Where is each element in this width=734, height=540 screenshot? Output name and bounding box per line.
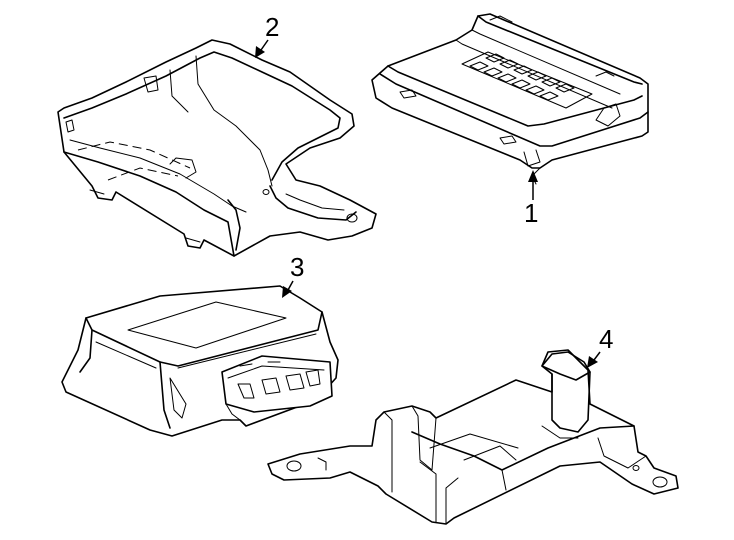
part-2-module-cover-icon	[57, 39, 377, 257]
part-3-control-module-icon	[61, 285, 339, 437]
callout-2-leader	[260, 39, 269, 51]
connector-block	[221, 355, 333, 421]
callout-3-leader	[287, 280, 294, 291]
callout-1-arrowhead	[528, 170, 538, 182]
connector-pins	[461, 51, 593, 109]
callout-3: 3	[282, 252, 304, 298]
part-4-mounting-bracket-icon	[267, 349, 679, 525]
callout-4: 4	[587, 324, 613, 368]
callout-2-label: 2	[265, 12, 279, 42]
callout-1-label: 1	[524, 198, 538, 228]
callout-4-leader	[593, 351, 601, 361]
part-1-electronic-module-icon	[371, 13, 649, 185]
callout-2-arrowhead	[255, 46, 265, 58]
callout-1: 1	[524, 170, 538, 228]
callout-4-label: 4	[599, 324, 613, 354]
callout-2: 2	[255, 12, 279, 58]
callout-3-arrowhead	[282, 286, 292, 298]
callout-3-label: 3	[290, 252, 304, 282]
callout-4-arrowhead	[587, 356, 598, 368]
